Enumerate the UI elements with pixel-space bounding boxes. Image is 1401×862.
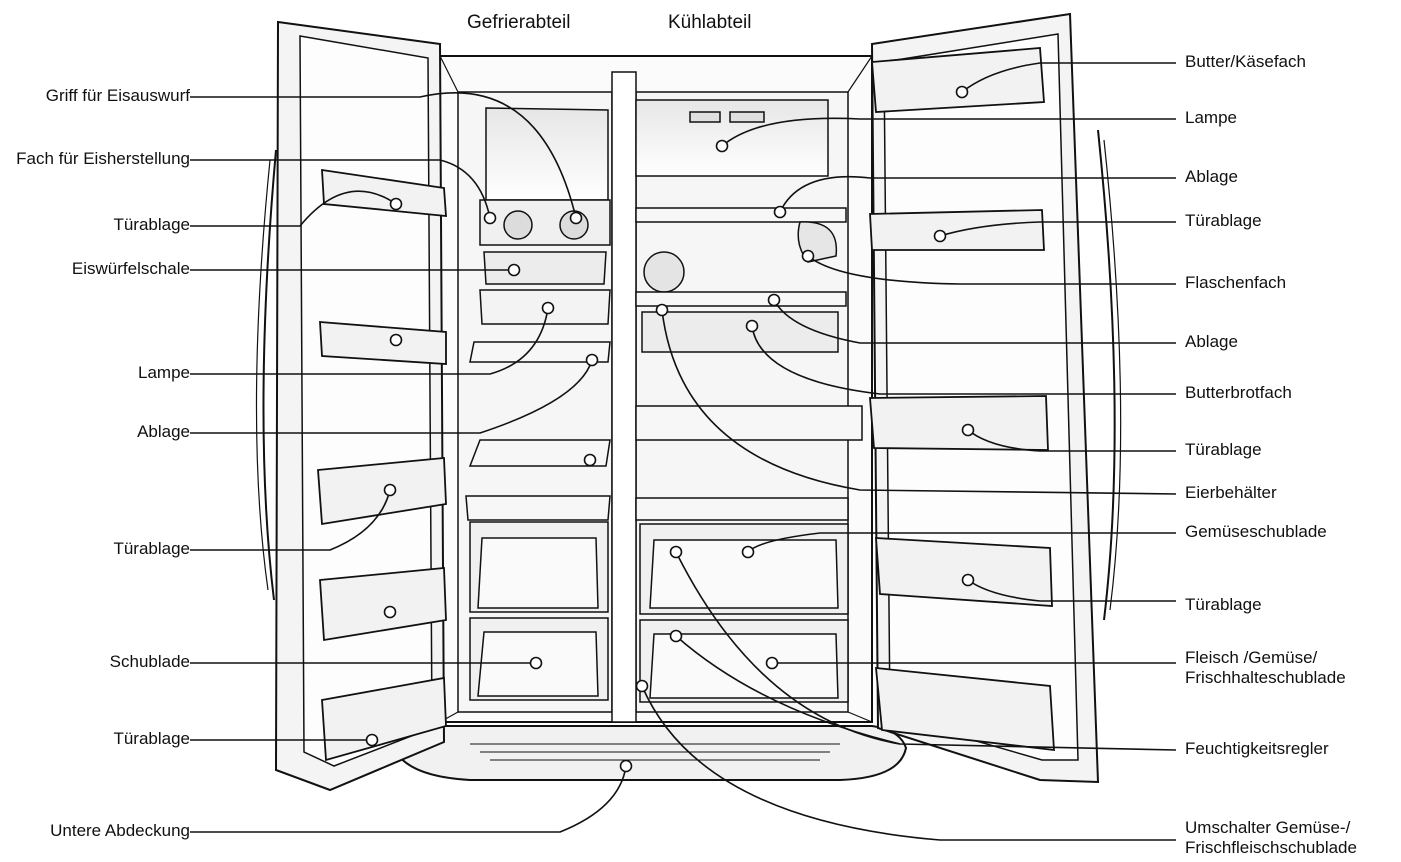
label-butter-cheese-compartment: Butter/Käsefach — [1185, 52, 1306, 71]
label-door-shelf-5: Türablage — [1185, 440, 1262, 459]
leader-door-shelf-2 — [190, 489, 391, 551]
callout-dot — [569, 211, 583, 225]
callout-dot — [541, 301, 555, 315]
leader-door-shelf-4 — [939, 221, 1176, 237]
label-drawer: Schublade — [109, 652, 190, 671]
callout-dot — [745, 319, 759, 333]
label-ice-maker-compartment: Fach für Eisherstellung — [16, 149, 190, 168]
callout-dot — [585, 353, 599, 367]
label-vegetable-drawer: Gemüseschublade — [1185, 522, 1327, 541]
label-meat-vegetable-drawer: Fleisch /Gemüse/ Frischhalteschublade — [1185, 648, 1346, 687]
callout-dot — [635, 679, 649, 693]
callout-dot — [389, 333, 403, 347]
callout-dot — [383, 605, 397, 619]
header-freezer: Gefrierabteil — [467, 12, 571, 33]
label-egg-tray: Eierbehälter — [1185, 483, 1277, 502]
label-fridge-lamp: Lampe — [1185, 108, 1237, 127]
leader-fridge-lamp — [721, 117, 1176, 147]
callout-dot — [483, 211, 497, 225]
callout-dot — [773, 205, 787, 219]
leader-ice-handle — [190, 92, 577, 219]
label-drawer-switch: Umschalter Gemüse-/ Frischfleischschubla… — [1185, 818, 1357, 857]
label-door-shelf-1: Türablage — [113, 215, 190, 234]
leader-humidity-control-2 — [675, 635, 901, 745]
fridge-door-bins — [869, 47, 1055, 752]
leader-freezer-lamp — [190, 307, 549, 375]
lower-cover — [390, 725, 908, 781]
leader-freezer-shelf — [190, 359, 593, 434]
label-door-shelf-3: Türablage — [113, 729, 190, 748]
callout-dot — [933, 229, 947, 243]
leader-lines — [190, 62, 1177, 841]
callout-dot — [619, 759, 633, 773]
freezer-door-bins — [317, 168, 447, 762]
leader-door-shelf-5 — [967, 429, 1176, 452]
label-door-shelf-4: Türablage — [1185, 211, 1262, 230]
callout-dot — [669, 629, 683, 643]
callout-dot — [655, 303, 669, 317]
callout-dot — [529, 656, 543, 670]
callout-dot — [669, 545, 683, 559]
label-lower-cover: Untere Abdeckung — [50, 821, 190, 840]
header-fridge: Kühlabteil — [668, 12, 752, 33]
callout-dot — [383, 483, 397, 497]
label-door-shelf-2: Türablage — [113, 539, 190, 558]
callout-dot — [961, 573, 975, 587]
label-fridge-shelf-2: Ablage — [1185, 332, 1238, 351]
callout-dot — [961, 423, 975, 437]
leader-sandwich-tray — [751, 325, 1176, 395]
callout-dot — [715, 139, 729, 153]
callout-dot — [583, 453, 597, 467]
leader-fridge-shelf-2 — [773, 299, 1176, 344]
leader-drawer-switch — [641, 685, 1176, 841]
callout-dot — [767, 293, 781, 307]
label-ice-dispenser-handle: Griff für Eisauswurf — [45, 86, 190, 105]
leader-butter-cheese — [961, 62, 1176, 93]
callout-dot — [741, 545, 755, 559]
label-ice-cube-tray: Eiswürfelschale — [71, 259, 190, 278]
callout-dot — [955, 85, 969, 99]
leader-bottle-rack — [807, 255, 1176, 285]
leader-ice-maker — [190, 159, 491, 219]
callout-dots — [365, 85, 975, 773]
callout-dot — [765, 656, 779, 670]
callout-dot — [801, 249, 815, 263]
freezer-door — [255, 20, 446, 792]
leader-egg-tray — [661, 309, 1177, 495]
label-fridge-shelf-1: Ablage — [1185, 167, 1238, 186]
label-humidity-control: Feuchtigkeitsregler — [1185, 739, 1329, 758]
label-freezer-lamp: Lampe — [138, 363, 190, 382]
label-door-shelf-6: Türablage — [1185, 595, 1262, 614]
label-freezer-shelf: Ablage — [137, 422, 190, 441]
callout-dot — [507, 263, 521, 277]
callout-dot — [389, 197, 403, 211]
callout-dot — [365, 733, 379, 747]
leader-door-shelf-1 — [190, 190, 397, 227]
label-bottle-rack: Flaschenfach — [1185, 273, 1287, 292]
leader-fridge-shelf-1 — [779, 175, 1176, 213]
label-sandwich-tray: Butterbrotfach — [1185, 383, 1292, 402]
leader-lower-cover — [190, 765, 627, 833]
